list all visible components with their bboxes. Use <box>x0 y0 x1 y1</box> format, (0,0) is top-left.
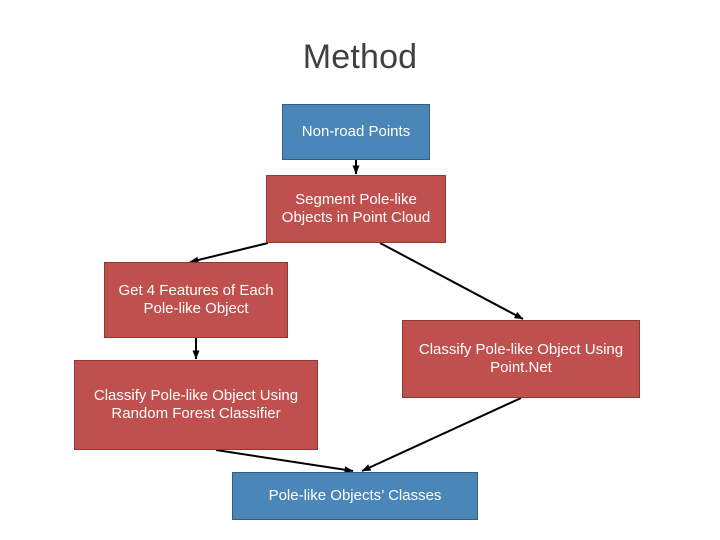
node-label: Pole-like Objects’ Classes <box>268 486 442 504</box>
node-classify-pointnet[interactable]: Classify Pole-like Object Using Point.Ne… <box>402 320 640 398</box>
arrow-pointnet-to-classes <box>361 397 522 472</box>
arrow-segment-to-features <box>189 242 269 264</box>
node-label: Non-road Points <box>301 122 411 140</box>
node-label: Segment Pole-like Objects in Point Cloud <box>281 190 431 226</box>
node-label: Classify Pole-like Object Using Point.Ne… <box>418 340 624 376</box>
node-label: Classify Pole-like Object Using Random F… <box>93 386 299 422</box>
page-title: Method <box>302 38 418 76</box>
arrow-segment-to-pointnet <box>379 242 524 320</box>
node-pole-like-objects-classes[interactable]: Pole-like Objects’ Classes <box>232 472 478 520</box>
node-segment-pole-like-objects[interactable]: Segment Pole-like Objects in Point Cloud <box>266 175 446 243</box>
arrow-randomforest-to-classes <box>215 449 354 474</box>
node-get-4-features[interactable]: Get 4 Features of Each Pole-like Object <box>104 262 288 338</box>
node-classify-random-forest[interactable]: Classify Pole-like Object Using Random F… <box>74 360 318 450</box>
node-non-road-points[interactable]: Non-road Points <box>282 104 430 160</box>
node-label: Get 4 Features of Each Pole-like Object <box>118 281 274 317</box>
